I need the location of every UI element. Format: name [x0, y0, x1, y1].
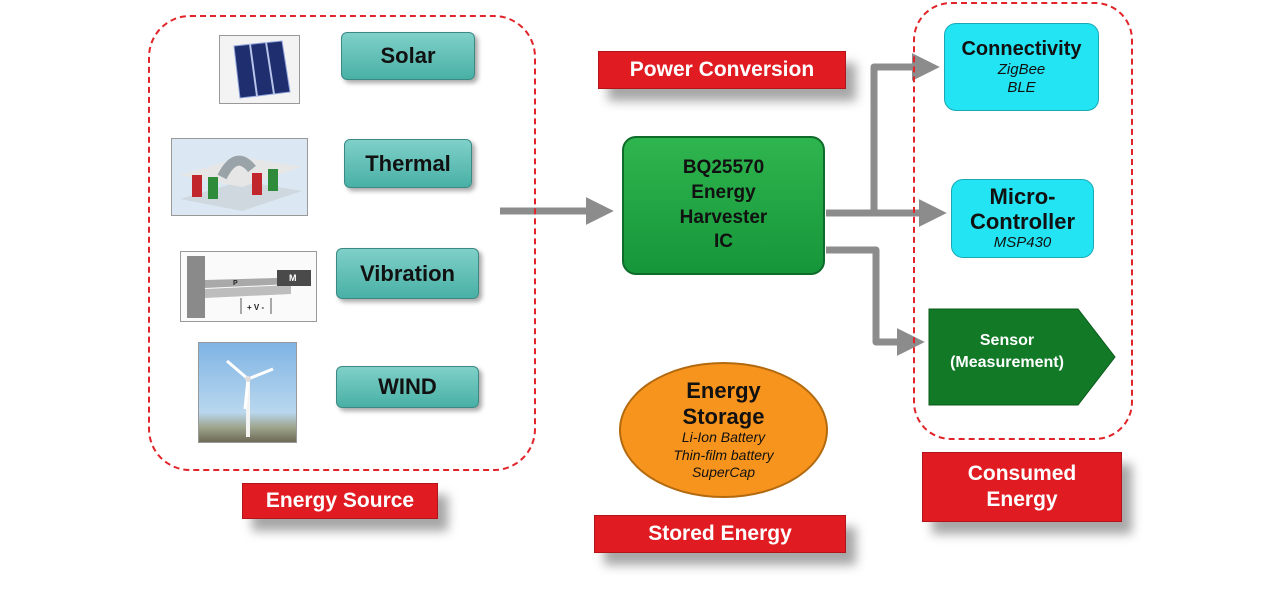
consumed-energy-group	[913, 2, 1133, 440]
sensor-label: Sensor (Measurement)	[932, 330, 1082, 373]
harvester-to-sensor-arrow	[826, 246, 925, 356]
wind-source-box: WIND	[336, 366, 479, 408]
piezo-p-mark: P	[233, 280, 238, 287]
piezo-mass-mark: M	[289, 273, 297, 283]
connectivity-box: Connectivity ZigBee BLE	[944, 23, 1099, 111]
connectivity-item: BLE	[1007, 78, 1036, 96]
solar-panel-image	[219, 35, 300, 104]
consumed-energy-line-2: Energy	[986, 488, 1058, 511]
energy-source-group	[148, 15, 536, 471]
consumed-energy-label: Consumed Energy	[922, 452, 1122, 522]
harvester-to-connectivity-arrow	[826, 53, 940, 217]
harvester-line-3: Harvester	[679, 206, 768, 228]
stored-energy-label: Stored Energy	[594, 515, 846, 553]
thermoelectric-image	[171, 138, 308, 216]
consumed-energy-line-1: Consumed	[967, 461, 1077, 485]
solar-source-box: Solar	[341, 32, 475, 80]
piezo-voltage-mark: + V -	[247, 303, 264, 312]
sensor-line-1: Sensor	[979, 332, 1035, 349]
microcontroller-sub: MSP430	[993, 233, 1052, 251]
energy-source-label: Energy Source	[242, 483, 438, 519]
connectivity-item: ZigBee	[997, 60, 1046, 78]
energy-storage-ellipse: Energy Storage Li-Ion Battery Thin-film …	[619, 362, 828, 498]
solar-label: Solar	[380, 43, 436, 68]
microcontroller-box: Micro- Controller MSP430	[951, 179, 1094, 258]
microcontroller-title-line-2: Controller	[969, 208, 1076, 234]
microcontroller-title-line-1: Micro-	[989, 184, 1056, 210]
sensor-pentagon	[928, 308, 1116, 406]
harvester-line-1: BQ25570	[682, 157, 765, 179]
connectivity-title: Connectivity	[961, 37, 1082, 60]
storage-item: Li-Ion Battery	[681, 429, 766, 446]
wind-turbine-image	[198, 342, 297, 443]
storage-item: Thin-film battery	[673, 446, 774, 463]
harvester-line-2: Energy	[691, 181, 756, 203]
vibration-source-box: Vibration	[336, 248, 479, 299]
storage-title-line-2: Storage	[682, 403, 765, 429]
thermal-source-box: Thermal	[344, 139, 472, 188]
power-conversion-label: Power Conversion	[598, 51, 846, 89]
sensor-line-2: (Measurement)	[950, 353, 1064, 371]
vibration-label: Vibration	[360, 260, 455, 286]
harvester-line-4: IC	[714, 231, 733, 253]
thermal-label: Thermal	[365, 150, 451, 176]
wind-label: WIND	[378, 374, 437, 399]
storage-title-line-1: Energy	[686, 378, 761, 404]
energy-harvester-ic-box: BQ25570 Energy Harvester IC	[622, 136, 825, 275]
piezo-vibration-image: M P + V -	[180, 251, 317, 322]
storage-item: SuperCap	[691, 464, 756, 481]
